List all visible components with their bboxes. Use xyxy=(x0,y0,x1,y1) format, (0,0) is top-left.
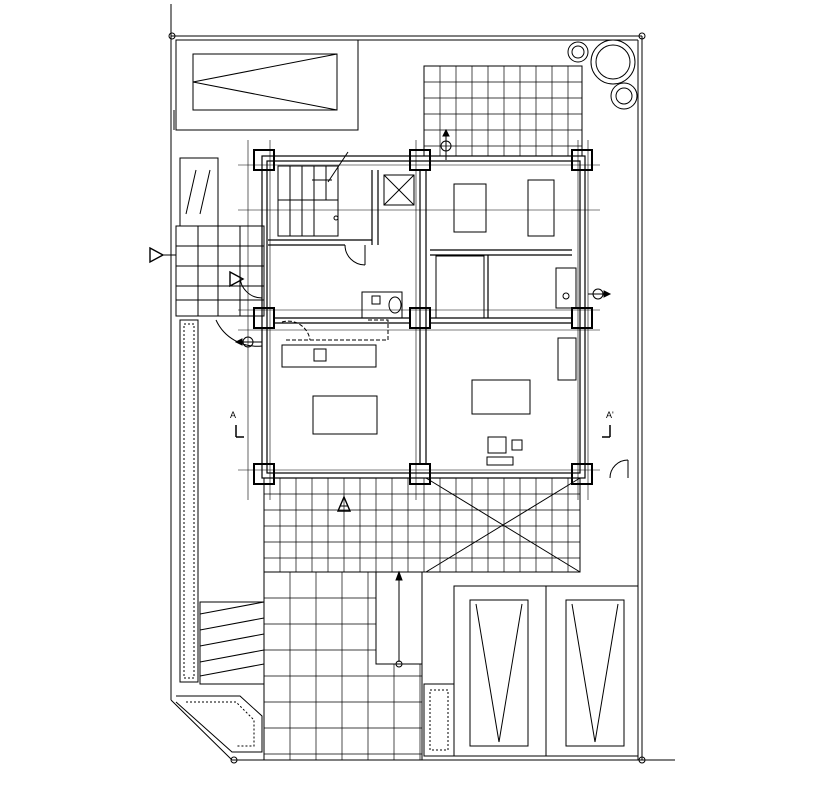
staircase xyxy=(277,151,349,237)
north-arrow-icon xyxy=(234,128,612,348)
section-mark-right: A' xyxy=(602,410,614,438)
paving-grid-top xyxy=(423,65,583,157)
furniture-bedroom xyxy=(435,179,555,319)
stepping-blocks xyxy=(175,157,265,317)
section-label-right: A' xyxy=(606,410,614,420)
building-walls xyxy=(253,149,593,485)
paving-border xyxy=(423,65,583,157)
garage xyxy=(453,585,639,757)
lift-shaft xyxy=(383,174,415,206)
ramp xyxy=(375,570,423,668)
landscape-strip xyxy=(175,319,455,757)
section-mark-left: A xyxy=(230,410,244,438)
terrace-diagonals xyxy=(425,477,581,573)
door-swing-icon xyxy=(215,244,629,479)
paving-grid-terrace xyxy=(263,477,581,573)
tree-icon xyxy=(567,39,638,110)
bathroom-fixtures xyxy=(286,267,577,341)
grid-lines xyxy=(238,140,600,500)
parking-slab-top xyxy=(173,39,359,131)
furniture-living xyxy=(281,337,577,466)
section-label-left: A xyxy=(230,410,236,420)
